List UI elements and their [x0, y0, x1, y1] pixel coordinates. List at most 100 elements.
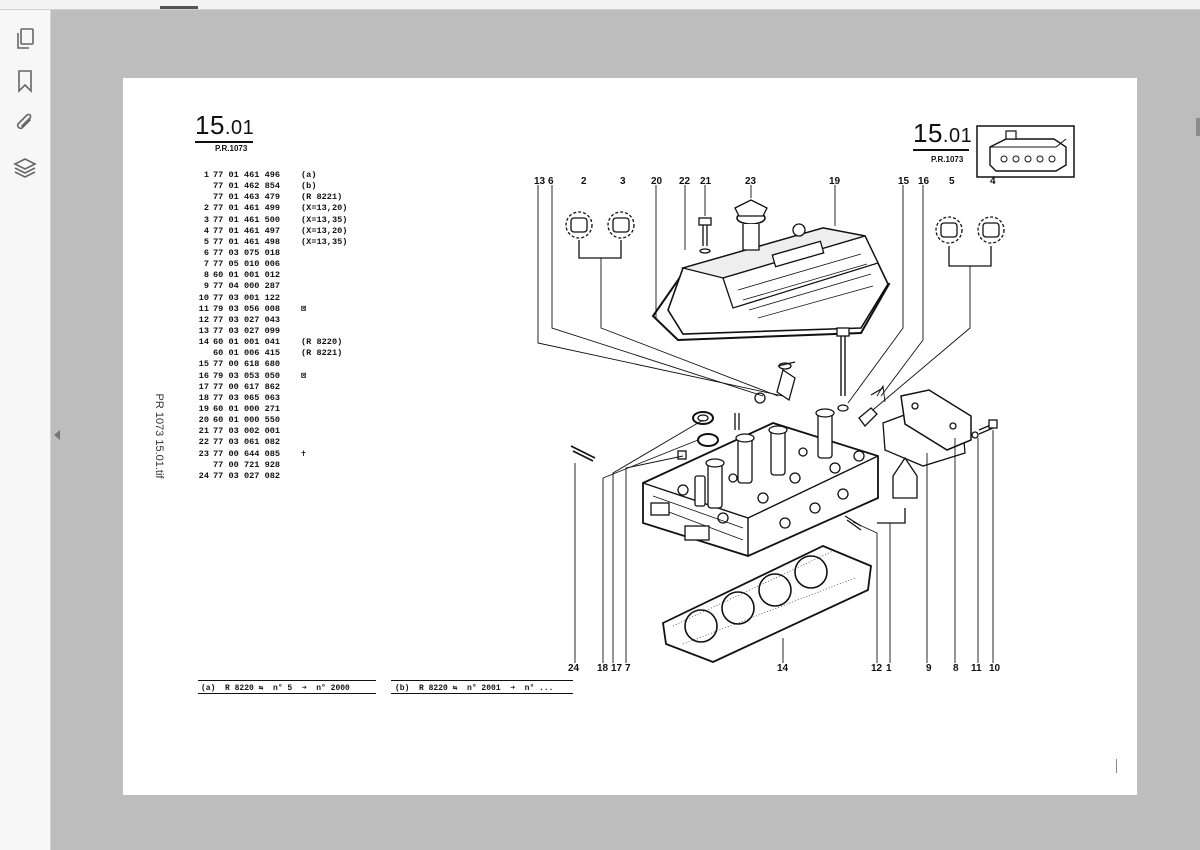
parts-list-row: 1 77 01 461 496 (a): [198, 170, 347, 181]
part-code: 77 01 462 854: [213, 181, 281, 192]
footnote-a: (a) R 8220 ⇆ n° 5 ➜ n° 2000: [201, 684, 350, 693]
callout-number: 23: [745, 176, 757, 187]
part-number: 10: [198, 292, 209, 303]
part-number: 8: [203, 270, 209, 281]
parts-list-row: 13 77 03 027 099: [198, 326, 347, 337]
parts-list-row: 6 77 03 075 018: [198, 248, 347, 259]
part-number: 21: [198, 426, 209, 437]
part-code: 77 01 461 496: [213, 170, 281, 180]
active-tab-indicator[interactable]: [160, 6, 198, 9]
part-note: ⊠: [301, 303, 307, 314]
part-number: 6: [203, 247, 209, 258]
part-note: (X=13,35): [301, 214, 348, 225]
viewer-top-bar: [0, 0, 1200, 10]
part-number: 11: [198, 303, 209, 314]
parts-list-row: 77 00 721 928: [198, 460, 347, 471]
part-number: 16: [198, 370, 209, 381]
part-code: 77 03 027 043: [213, 314, 281, 325]
part-code: 77 04 000 287: [213, 281, 281, 292]
part-code: 77 00 618 680: [213, 359, 281, 370]
bookmark-icon[interactable]: [12, 68, 38, 94]
part-number: 7: [203, 259, 209, 270]
callout-number: 24: [568, 663, 580, 674]
part-code: 77 01 461 499: [213, 203, 281, 214]
callout-number: 5: [949, 176, 955, 187]
part-code: 60 01 000 271: [213, 403, 281, 414]
part-number: 24: [198, 470, 209, 481]
callout-number: 4: [990, 176, 996, 187]
attachment-icon[interactable]: [12, 110, 38, 136]
part-note: (a): [301, 170, 317, 180]
layers-icon[interactable]: [12, 155, 38, 181]
sidebar-collapse-handle[interactable]: [54, 430, 60, 440]
section-number-right: 15.01: [913, 118, 972, 149]
part-code: 77 01 461 500: [213, 214, 281, 225]
footnote-underline-a: [198, 693, 376, 694]
section-number-left: 15.01: [195, 110, 254, 141]
callout-number: 13: [534, 176, 546, 187]
callout-number: 11: [971, 663, 982, 674]
callout-number: 14: [777, 663, 789, 674]
callout-number: 18: [597, 663, 609, 674]
callout-number: 7: [625, 663, 631, 674]
callout-number: 6: [548, 176, 554, 187]
part-note: (b): [301, 181, 317, 192]
callout-number: 17: [611, 663, 623, 674]
part-code: 77 03 075 018: [213, 247, 281, 258]
section-major: 15: [195, 110, 225, 140]
callout-number: 10: [989, 663, 1001, 674]
part-number: 18: [198, 392, 209, 403]
part-code: 77 03 001 122: [213, 292, 281, 303]
part-code: 77 00 617 862: [213, 381, 281, 392]
part-code: 77 00 721 928: [213, 459, 281, 470]
part-code: 60 01 001 012: [213, 270, 281, 281]
section-subtitle-left: P.R.1073: [215, 144, 248, 153]
page-edge-mark: [1116, 759, 1117, 773]
pages-icon[interactable]: [12, 26, 38, 52]
part-number: 13: [198, 325, 209, 336]
part-number: 1: [203, 170, 209, 180]
parts-list-row: 77 01 462 854 (b): [198, 181, 347, 192]
footnote-b: (b) R 8220 ⇆ n° 2001 ➜ n° ...: [395, 684, 554, 693]
part-code: 77 03 027 082: [213, 470, 281, 481]
parts-list-row: 8 60 01 001 012: [198, 270, 347, 281]
part-note: (X=13,20): [301, 225, 348, 236]
engine-thumbnail-icon: [976, 125, 1075, 178]
callout-number: 15: [898, 176, 910, 187]
part-code: 77 03 061 082: [213, 437, 281, 448]
part-note: (R 8220): [301, 337, 343, 348]
part-number: 19: [198, 403, 209, 414]
viewer-sidebar: [0, 10, 51, 850]
part-number: 5: [203, 236, 209, 247]
footnote-rule-b: [391, 680, 573, 681]
parts-list-row: 10 77 03 001 122: [198, 293, 347, 304]
callout-number: 22: [679, 176, 691, 187]
parts-list-row: 17 77 00 617 862: [198, 382, 347, 393]
part-number: 4: [203, 225, 209, 236]
part-code: 79 03 053 050: [213, 370, 281, 381]
part-code: 77 03 027 099: [213, 325, 281, 336]
scrollbar-thumb[interactable]: [1196, 118, 1200, 136]
callout-number: 12: [871, 663, 883, 674]
part-number: 17: [198, 381, 209, 392]
section-rule-left: [195, 141, 253, 143]
part-code: 77 01 461 498: [213, 236, 281, 247]
part-number: 2: [203, 203, 209, 214]
part-number: 23: [198, 448, 209, 459]
